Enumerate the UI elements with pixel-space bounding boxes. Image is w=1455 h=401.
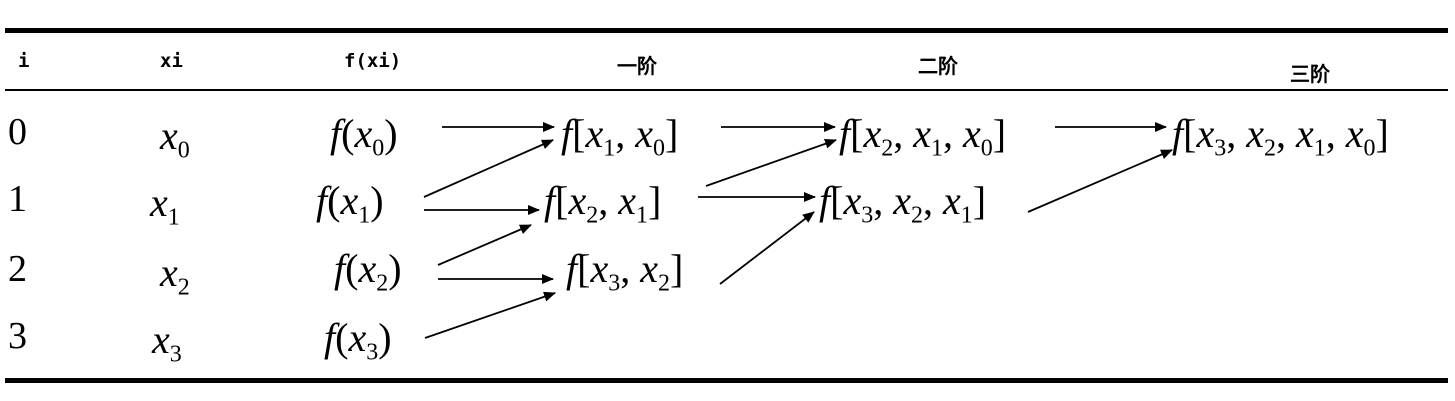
- x2-cell: x2: [160, 250, 190, 301]
- index-1: 1: [8, 178, 27, 220]
- x3-cell: x3: [152, 317, 182, 368]
- header-i: i: [18, 50, 30, 72]
- header-xi: xi: [160, 50, 183, 72]
- f-x0-cell: f(x0): [330, 111, 398, 162]
- table-top-rule: [5, 28, 1448, 33]
- arrow-f32-to-f321: [719, 211, 815, 285]
- table-bottom-rule: [5, 378, 1448, 383]
- arrow-f21-to-f210: [705, 138, 837, 187]
- x1-cell: x1: [150, 180, 180, 231]
- f-x3-x2-x1-cell: f[x3, x2, x1]: [819, 178, 987, 229]
- f-x1-x0-cell: f[x1, x0]: [561, 111, 679, 162]
- f-x2-x1-x0-cell: f[x2, x1, x0]: [839, 111, 1007, 162]
- arrow-fx2-to-f21: [437, 224, 532, 266]
- index-0: 0: [8, 111, 27, 153]
- index-2: 2: [8, 248, 27, 290]
- f-x2-x1-cell: f[x2, x1]: [544, 178, 662, 229]
- arrow-f321-to-f3210: [1027, 149, 1173, 213]
- x0-cell: x0: [160, 113, 190, 164]
- f-x3-x2-cell: f[x3, x2]: [566, 246, 684, 297]
- header-second-order: 二阶: [918, 54, 958, 78]
- f-x1-cell: f(x1): [316, 178, 384, 229]
- f-x3-cell: f(x3): [324, 315, 392, 366]
- header-first-order: 一阶: [617, 54, 657, 78]
- arrow-fx3-to-f32: [424, 291, 556, 339]
- arrow-fx1-to-f10: [423, 139, 554, 198]
- index-3: 3: [8, 315, 27, 357]
- header-fxi: f(xi): [344, 50, 402, 72]
- f-x3-x2-x1-x0-cell: f[x3, x2, x1, x0]: [1172, 111, 1389, 162]
- f-x2-cell: f(x2): [334, 246, 402, 297]
- header-third-order: 三阶: [1290, 62, 1330, 86]
- table-header-rule: [5, 89, 1448, 91]
